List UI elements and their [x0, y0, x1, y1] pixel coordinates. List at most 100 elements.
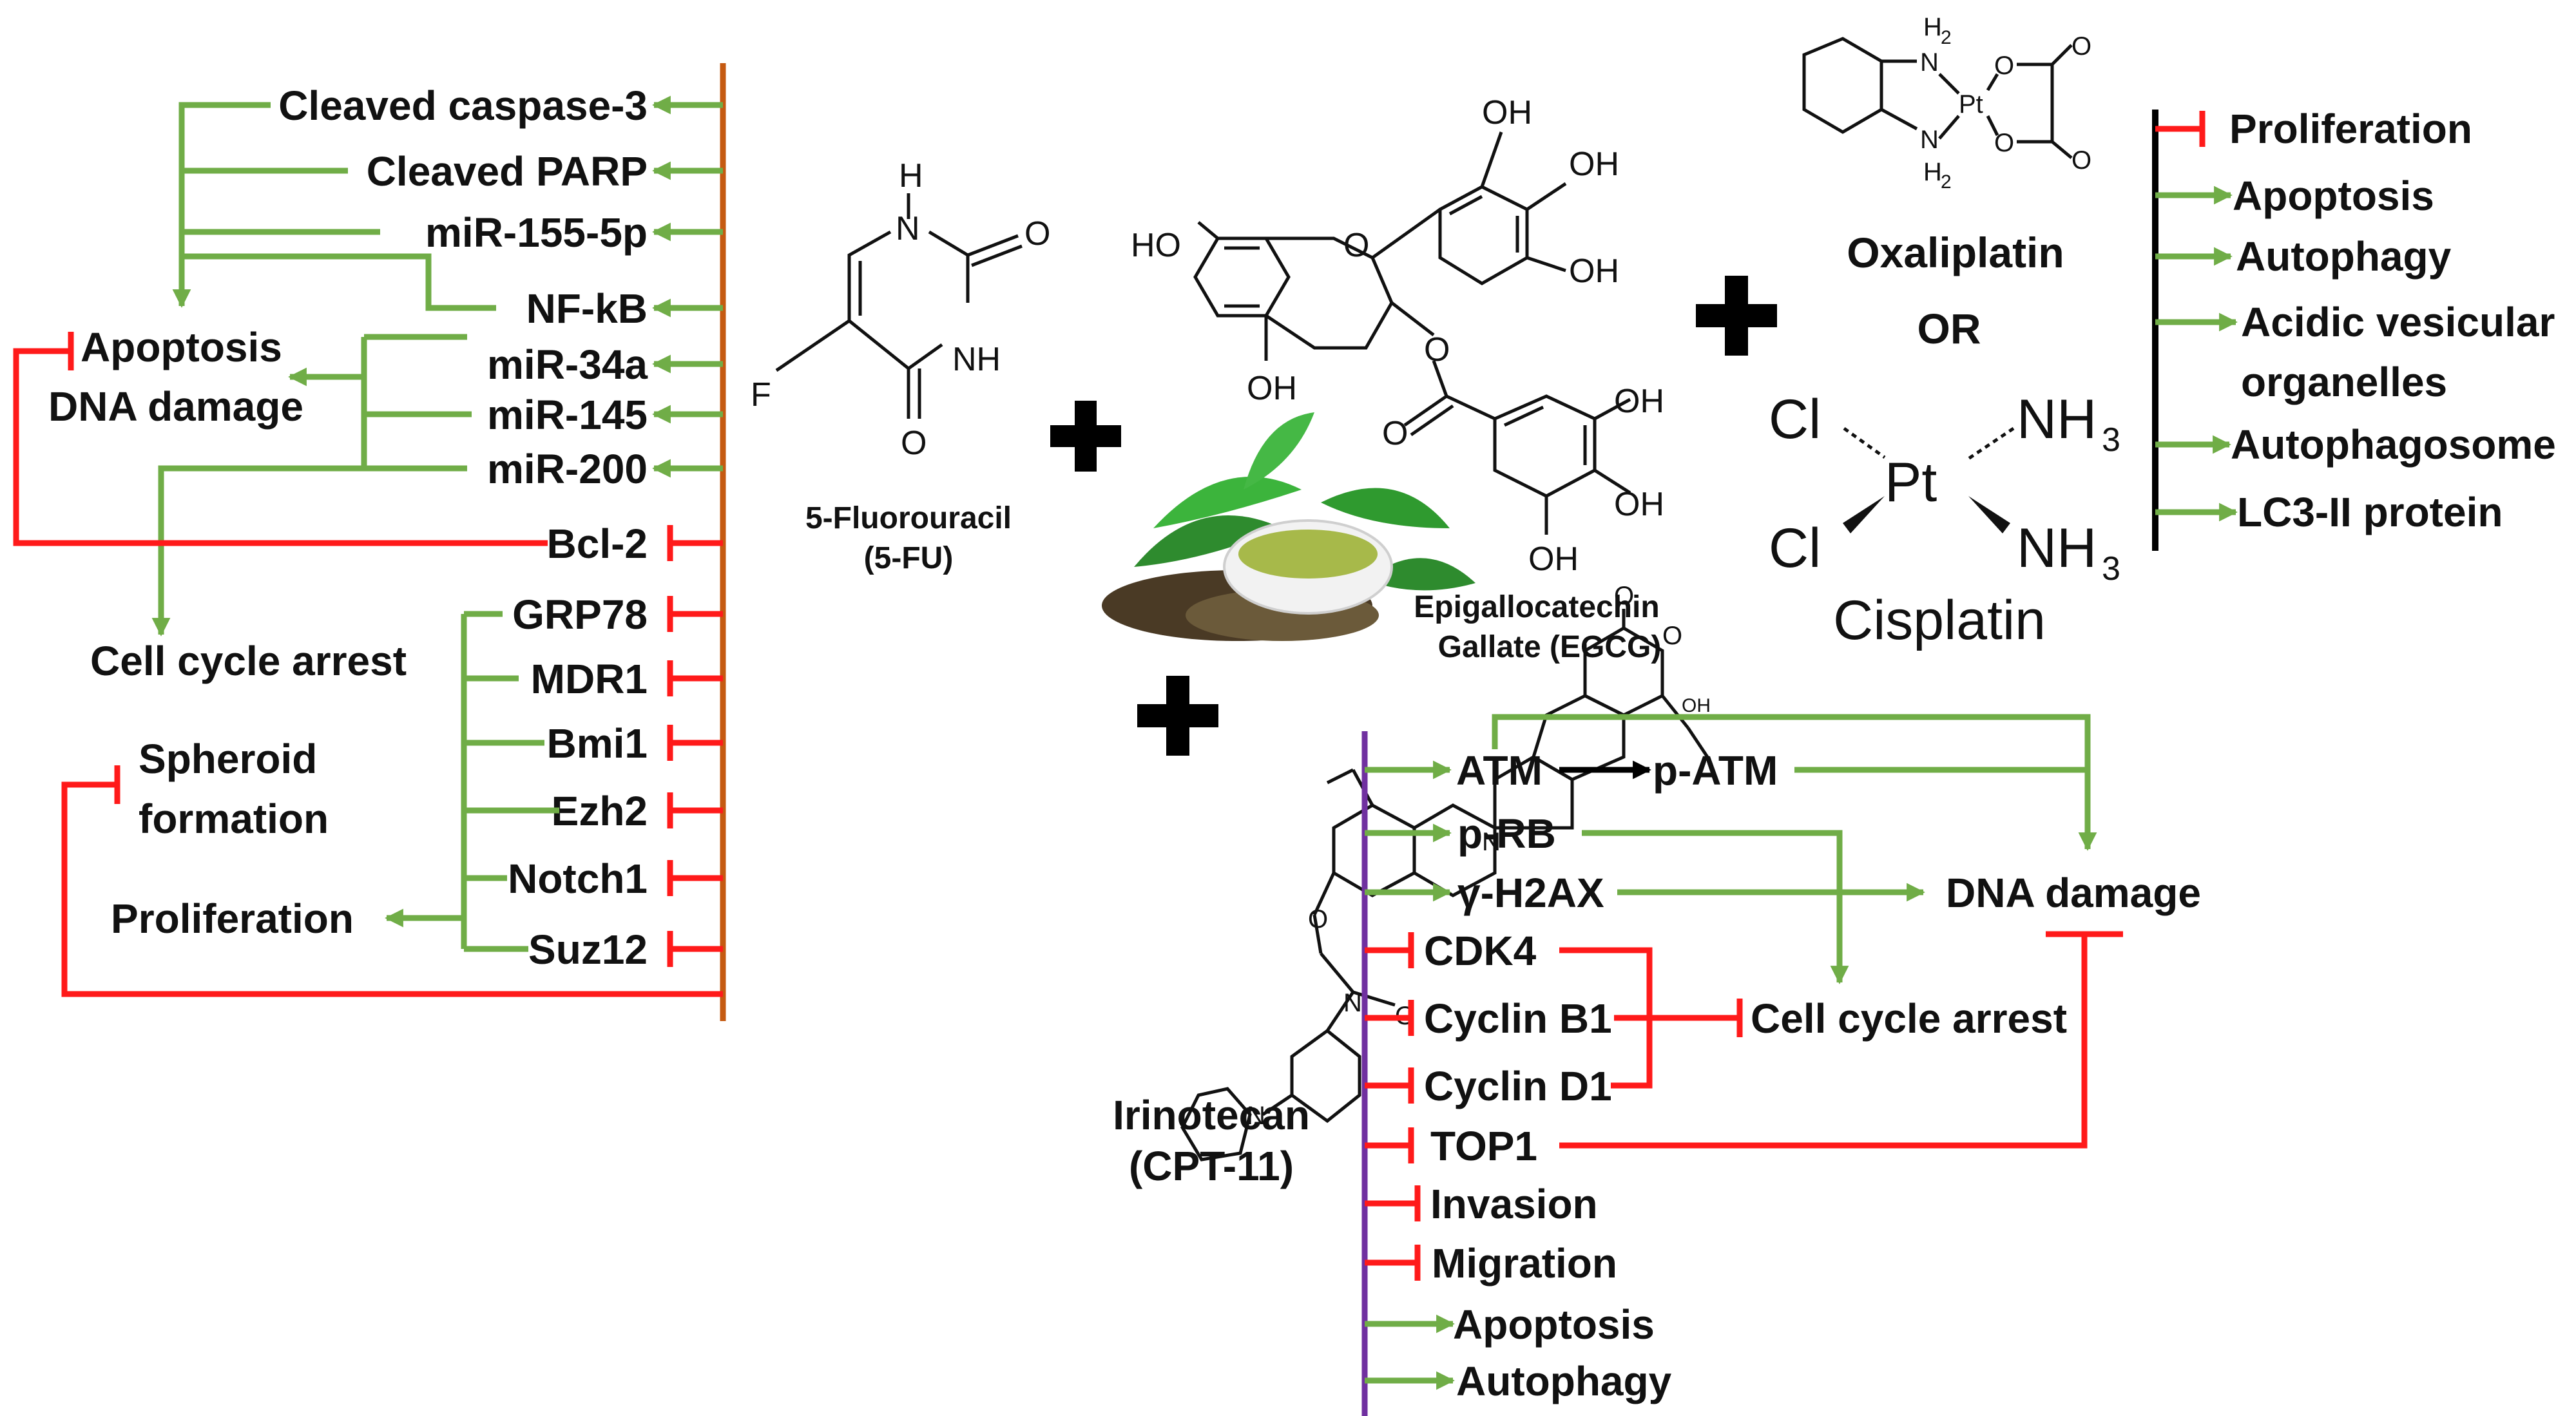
- target-label: GRP78: [512, 591, 648, 638]
- atom-o: O: [1424, 331, 1450, 368]
- atom-subscript: 3: [2102, 421, 2120, 459]
- drug-name-cisplatin: Cisplatin: [1833, 589, 2046, 651]
- drug-name-egcg: Epigallocatechin: [1414, 590, 1659, 624]
- irinotecan-structure: O O N O O N N OH: [1180, 582, 1711, 1162]
- outcome-cell-cycle-arrest: Cell cycle arrest: [90, 638, 407, 684]
- effect-label: LC3-II protein: [2237, 489, 2503, 535]
- atom-cl: Cl: [1769, 388, 1821, 450]
- target-label: Migration: [1432, 1240, 1617, 1287]
- atom-subscript: 2: [1941, 27, 1952, 48]
- atom-nh: NH: [952, 341, 1001, 378]
- atom-oh: OH: [1614, 383, 1664, 420]
- atom-pt: Pt: [1885, 452, 1937, 513]
- effect-label: Acidic vesicular: [2241, 299, 2555, 345]
- drug-name-oxaliplatin: Oxaliplatin: [1847, 229, 2064, 276]
- atom-n: N: [1247, 1102, 1265, 1130]
- atom-nh3: NH: [2017, 517, 2097, 579]
- atom-n: N: [1920, 126, 1939, 154]
- atom-oh: OH: [1614, 486, 1664, 523]
- target-label: Cyclin B1: [1424, 995, 1612, 1042]
- atom-n: N: [1343, 989, 1362, 1017]
- atom-f: F: [751, 376, 771, 414]
- target-label: Autophagy: [1456, 1358, 1672, 1404]
- outcome-apoptosis: Apoptosis: [81, 324, 282, 370]
- outcome-proliferation: Proliferation: [111, 895, 354, 942]
- cisplatin-structure: Cl NH 3 Pt Cl NH 3: [1769, 388, 2120, 588]
- atom-o: O: [1614, 582, 1634, 610]
- drug-name-egcg: Gallate (EGCG): [1438, 630, 1662, 664]
- target-label: MDR1: [531, 656, 648, 702]
- atom-subscript: 3: [2102, 550, 2120, 588]
- target-label: Bcl-2: [547, 521, 648, 567]
- target-label: CDK4: [1424, 928, 1537, 974]
- plus-icon: [1137, 676, 1218, 756]
- atom-o: O: [1308, 905, 1328, 933]
- target-label: Cyclin D1: [1424, 1063, 1612, 1109]
- target-label: Invasion: [1430, 1181, 1598, 1227]
- atom-h: H: [899, 157, 923, 195]
- effect-label: Autophagy: [2236, 233, 2452, 280]
- drug-name-5fu: 5-Fluorouracil: [805, 501, 1012, 535]
- atom-n: N: [1482, 828, 1501, 856]
- atom-o: O: [1662, 622, 1682, 650]
- target-label: miR-34a: [487, 341, 648, 388]
- connectors-apoptosis: [172, 102, 496, 311]
- egcg-structure: OH OH OH HO O O OH O OH OH OH: [1131, 94, 1664, 578]
- atom-o: O: [1024, 215, 1050, 253]
- atom-o: O: [2071, 146, 2091, 175]
- atom-nh3: NH: [2017, 388, 2097, 450]
- left-panel: Cleaved caspase-3 Cleaved PARP miR-155-5…: [13, 63, 726, 1021]
- connector-bcl2: [13, 332, 548, 546]
- atom-o: O: [1382, 415, 1408, 452]
- target-label: TOP1: [1430, 1123, 1537, 1169]
- connector-top1: [1559, 931, 2123, 1149]
- atom-o: O: [2071, 32, 2091, 61]
- bottom-panel: ATM p-ATM p-RB γ-H2AX CDK4 Cyclin B1 Cyc…: [1361, 714, 2201, 1416]
- right-panel: Proliferation Apoptosis Autophagy Acidic…: [2152, 106, 2556, 551]
- plus-icon: [1050, 401, 1121, 472]
- effect-label: organelles: [2241, 359, 2447, 405]
- target-label: Suz12: [528, 926, 648, 973]
- drug-name-5fu: (5-FU): [864, 541, 954, 575]
- atom-oh: OH: [1482, 94, 1532, 131]
- atom-subscript: 2: [1941, 171, 1952, 193]
- outcome-spheroid: formation: [139, 796, 329, 842]
- target-label: Notch1: [508, 856, 648, 902]
- drug-name-irinotecan: (CPT-11): [1129, 1143, 1294, 1189]
- atom-oh: OH: [1247, 370, 1297, 407]
- atom-o: O: [1343, 227, 1369, 264]
- target-label: Cleaved caspase-3: [278, 82, 648, 129]
- target-label: Bmi1: [547, 720, 648, 767]
- target-label: Cleaved PARP: [367, 148, 648, 195]
- connectors-dna-damage: [1492, 714, 2097, 902]
- effect-label: Autophagosome: [2231, 421, 2556, 468]
- target-label: Ezh2: [552, 788, 648, 834]
- target-label: γ-H2AX: [1457, 870, 1604, 916]
- connectors-mirna: [151, 334, 472, 636]
- atom-oh: OH: [1569, 146, 1619, 183]
- green-tea-image: [1102, 412, 1475, 641]
- atom-h2: H: [1923, 158, 1942, 186]
- effect-label: Apoptosis: [2233, 173, 2434, 219]
- atom-oh: OH: [1528, 541, 1579, 578]
- atom-oh: OH: [1569, 253, 1619, 290]
- atom-oh: OH: [1682, 695, 1711, 716]
- inhibition-bars-left: [667, 525, 723, 967]
- fluorouracil-structure: H N O NH O F 5-Fluorouracil (5-FU): [751, 157, 1050, 575]
- inhibition-bars-bottom: [1365, 932, 1421, 1281]
- target-label: NF-kB: [526, 285, 648, 332]
- atom-ho: HO: [1131, 227, 1181, 264]
- target-label: p-ATM: [1653, 747, 1778, 794]
- target-label: miR-145: [487, 392, 648, 438]
- effect-label: Proliferation: [2229, 106, 2472, 152]
- atom-o: O: [1994, 129, 2014, 157]
- drug-name-irinotecan: Irinotecan: [1113, 1092, 1310, 1138]
- atom-o: O: [901, 425, 927, 462]
- outcome-cell-cycle-arrest: Cell cycle arrest: [1751, 995, 2067, 1042]
- atom-cl: Cl: [1769, 517, 1821, 579]
- or-label: OR: [1918, 305, 1981, 352]
- connectors-stemness: [385, 611, 559, 952]
- atom-n: N: [1920, 48, 1939, 77]
- target-label: p-RB: [1457, 810, 1556, 857]
